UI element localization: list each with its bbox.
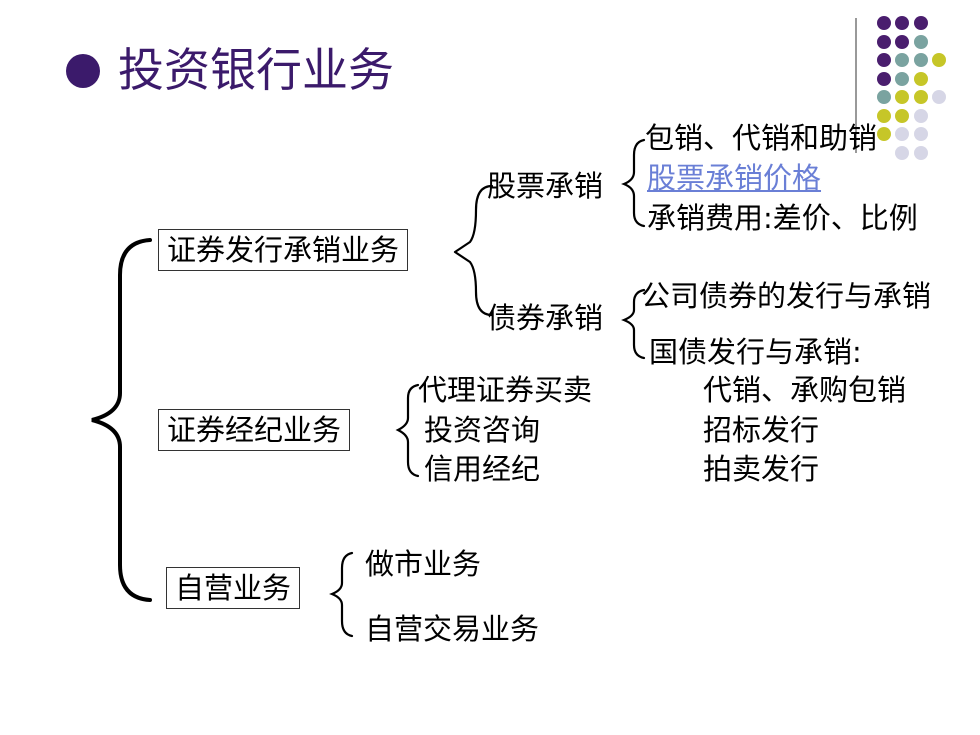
stock-item-0: 包销、代销和助销 [645,121,878,155]
decorative-dot [876,108,891,123]
decorative-dot [913,108,928,123]
title-bullet-icon [66,54,100,88]
stock-brace [621,138,646,228]
decorative-dot [895,145,909,160]
decorative-dot [932,90,946,104]
bond-brace [621,288,646,360]
brokerage-item-0: 代理证券买卖 [418,373,593,407]
box-proprietary: 自营业务 [166,567,301,609]
proprietary-item-1: 自营交易业务 [365,612,540,646]
bond-method-1: 招标发行 [703,413,820,447]
bond-item-0: 公司债券的发行与承销 [641,279,932,313]
brokerage-item-2: 信用经纪 [424,452,541,486]
decorative-dot [932,53,946,67]
decorative-dot [913,34,928,49]
decorative-dot [913,127,928,141]
decorative-dot [895,127,909,141]
brokerage-brace [395,383,420,478]
decorative-dot [895,53,909,67]
stock-item-2: 承销费用:差价、比例 [647,201,918,235]
box-securities-underwriting: 证券发行承销业务 [158,229,409,271]
decorative-dot [895,71,909,86]
decorative-dot [913,53,928,67]
main-brace [91,238,152,602]
bond-method-2: 拍卖发行 [703,452,820,486]
label-stock-underwriting: 股票承销 [487,169,604,203]
decorative-dot [895,34,909,49]
decorative-dot [876,127,891,141]
label-bond-underwriting: 债券承销 [487,301,604,335]
decorative-dot [895,90,909,104]
decorative-dot [913,16,928,30]
decorative-dot [876,71,891,86]
decorative-dot [876,53,891,67]
decorative-dot [895,16,909,30]
brokerage-item-1: 投资咨询 [424,413,541,447]
page-title: 投资银行业务 [118,43,394,97]
decorative-dot [876,16,891,30]
decorative-dot [876,34,891,49]
decorative-dot [895,108,909,123]
issuance-branch [453,184,494,317]
box-brokerage: 证券经纪业务 [158,409,351,451]
bond-method-0: 代销、承购包销 [703,373,907,407]
decorative-dot [913,71,928,86]
title-divider-line [855,18,857,153]
decorative-dot [913,145,928,160]
decorative-dot [876,90,891,104]
proprietary-item-0: 做市业务 [365,547,482,581]
proprietary-brace [329,551,354,638]
decorative-dot [913,90,928,104]
bond-item-1: 国债发行与承销: [649,335,862,369]
stock-price-link[interactable]: 股票承销价格 [647,161,822,195]
